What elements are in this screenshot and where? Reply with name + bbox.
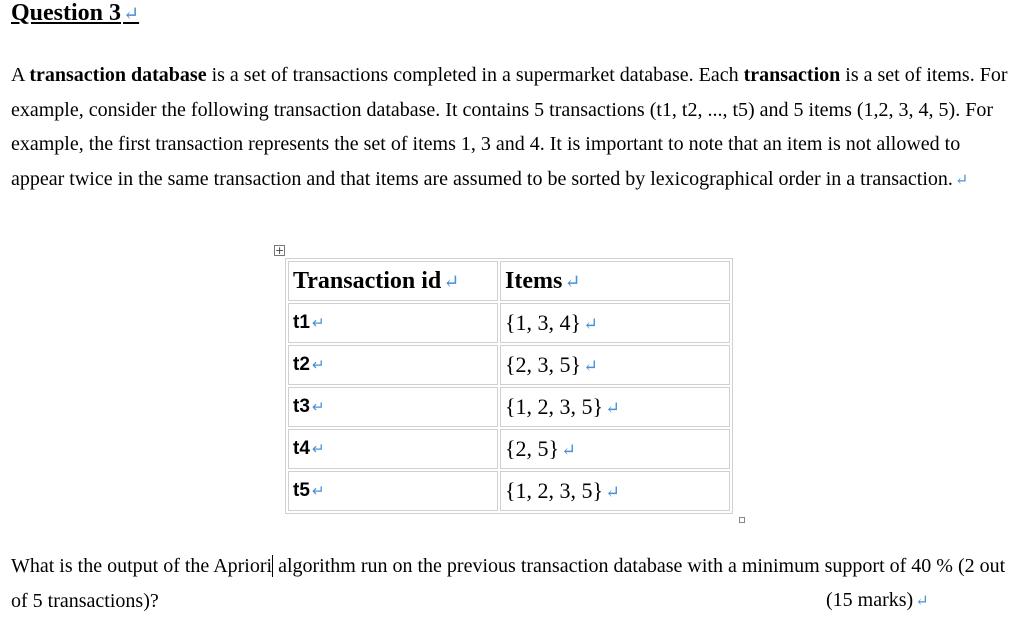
intro-bold-term-2: transaction: [743, 64, 841, 86]
return-arrow-icon: ↵: [311, 315, 325, 332]
transaction-id-cell: t1↵: [288, 303, 498, 343]
table-row: t5↵ {1, 2, 3, 5}↵: [288, 471, 730, 511]
return-arrow-icon: ↵: [311, 399, 325, 416]
table-header-row: Transaction id↵ Items↵: [288, 261, 730, 301]
table-row: t4↵ {2, 5}↵: [288, 429, 730, 469]
item-set: {2, 3, 5}: [505, 352, 582, 377]
question-heading-text: Question 3: [11, 0, 122, 26]
question-text-after-cursor: algorithm run on the previous transactio…: [11, 555, 1006, 612]
items-cell: {1, 2, 3, 5}↵: [500, 471, 730, 511]
return-arrow-icon: ↵: [564, 271, 581, 293]
intro-text-1: A: [11, 64, 30, 86]
table-resize-handle[interactable]: [739, 517, 745, 523]
transaction-id-cell: t5↵: [288, 471, 498, 511]
return-arrow-icon: ↵: [915, 593, 929, 610]
item-set: {1, 2, 3, 5}: [505, 394, 604, 419]
question-paragraph: What is the output of the Apriori algori…: [11, 549, 1016, 618]
marks-label: (15 marks)↵: [826, 583, 929, 620]
return-arrow-icon: ↵: [311, 441, 325, 458]
marks-text: (15 marks): [826, 589, 914, 611]
item-set: {2, 5}: [505, 436, 560, 461]
return-arrow-icon: ↵: [583, 356, 598, 376]
table-row: t3↵ {1, 2, 3, 5}↵: [288, 387, 730, 427]
table-row: t2↵ {2, 3, 5}↵: [288, 345, 730, 385]
return-arrow-icon: ↵: [443, 271, 460, 293]
header-cell-transaction-id: Transaction id↵: [288, 261, 498, 301]
return-arrow-icon: ↵: [311, 357, 325, 374]
return-arrow-icon: ↵: [123, 4, 140, 25]
return-arrow-icon: ↵: [561, 440, 576, 460]
question-heading: Question 3↵: [11, 0, 139, 27]
table-row: t1↵ {1, 3, 4}↵: [288, 303, 730, 343]
transaction-id: t4: [293, 438, 310, 459]
intro-text-2: is a set of transactions completed in a …: [206, 64, 744, 86]
question-text-before-cursor: What is the output of the Apriori: [11, 555, 274, 577]
transaction-id: t1: [293, 312, 310, 333]
items-cell: {1, 3, 4}↵: [500, 303, 730, 343]
transaction-id: t3: [293, 396, 310, 417]
return-arrow-icon: ↵: [605, 398, 620, 418]
item-set: {1, 3, 4}: [505, 310, 582, 335]
items-cell: {2, 3, 5}↵: [500, 345, 730, 385]
intro-paragraph: A transaction database is a set of trans…: [11, 58, 1016, 198]
transaction-id: t5: [293, 480, 310, 501]
header-cell-items: Items↵: [500, 261, 730, 301]
return-arrow-icon: ↵: [583, 314, 598, 334]
header-label: Items: [505, 267, 563, 294]
intro-bold-term-1: transaction database: [29, 64, 207, 86]
return-arrow-icon: ↵: [605, 482, 620, 502]
transaction-id-cell: t3↵: [288, 387, 498, 427]
return-arrow-icon: ↵: [954, 171, 969, 189]
header-label: Transaction id: [293, 267, 442, 294]
transaction-id: t2: [293, 354, 310, 375]
transaction-id-cell: t2↵: [288, 345, 498, 385]
intro-text-3: is a set of items. For example, consider…: [11, 64, 1008, 190]
item-set: {1, 2, 3, 5}: [505, 478, 604, 503]
return-arrow-icon: ↵: [311, 483, 325, 500]
move-handle-icon[interactable]: +: [274, 244, 285, 257]
transaction-table: Transaction id↵ Items↵ t1↵ {1, 3, 4}↵ t2…: [285, 258, 733, 514]
transaction-id-cell: t4↵: [288, 429, 498, 469]
items-cell: {2, 5}↵: [500, 429, 730, 469]
items-cell: {1, 2, 3, 5}↵: [500, 387, 730, 427]
